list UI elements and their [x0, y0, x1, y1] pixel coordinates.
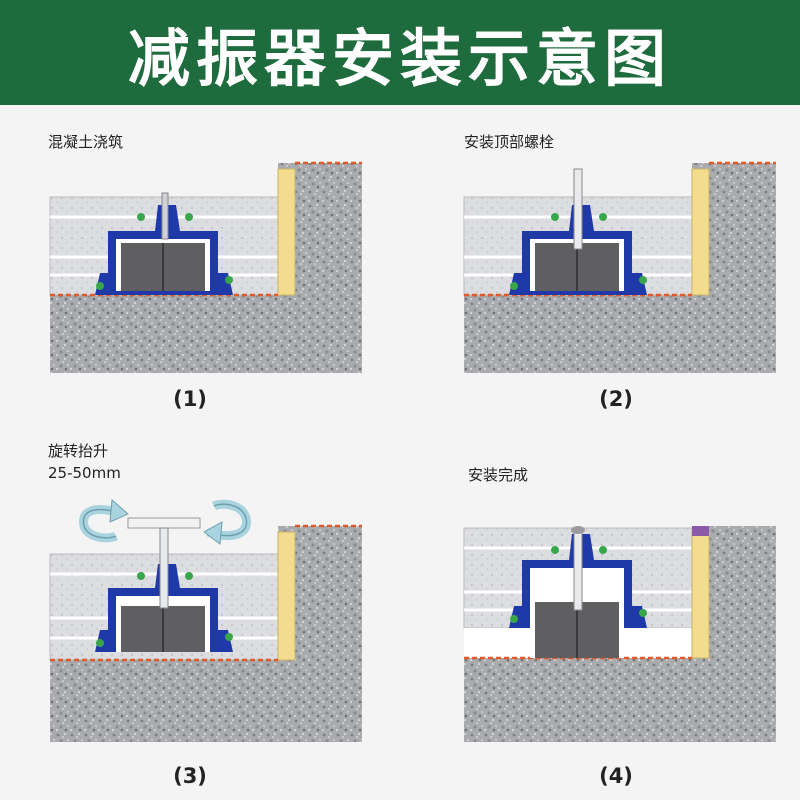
- step-panel-4: 安装完成 (4): [400, 452, 800, 799]
- step-panel-1: 混凝土浇筑 (1): [0, 105, 400, 452]
- t-handle-icon: [127, 517, 201, 609]
- step-1-number: (1): [173, 387, 207, 411]
- expansion-joint: [277, 168, 296, 296]
- step-4-illustration: [463, 526, 776, 742]
- step-panel-2: 安装顶部螺栓 (2): [400, 105, 800, 452]
- expansion-joint: [691, 168, 710, 296]
- step-2-illustration: [463, 161, 776, 373]
- step-panel-3: 旋转抬升 25-50mm (3): [0, 442, 400, 799]
- step-4-label: 安装完成: [468, 466, 529, 484]
- bolt-icon: [161, 192, 169, 240]
- step-3-number: (3): [173, 764, 207, 788]
- step-3-label: 旋转抬升 25-50mm: [48, 442, 121, 482]
- rotate-arrow-left-icon: [79, 498, 129, 543]
- step-1-label: 混凝土浇筑: [48, 133, 124, 151]
- bolt-icon: [573, 168, 583, 250]
- step-3-illustration: [49, 498, 362, 742]
- step-2-number: (2): [599, 387, 633, 411]
- expansion-joint: [277, 531, 296, 661]
- rotate-arrow-right-icon: [203, 499, 251, 545]
- joint-sealant: [692, 526, 709, 536]
- expansion-joint: [691, 533, 710, 659]
- page-title: 减振器安装示意图: [127, 21, 672, 95]
- title-banner: 减振器安装示意图: [0, 0, 800, 105]
- bolt-icon: [573, 529, 583, 611]
- step-1-illustration: [49, 161, 362, 373]
- step-4-number: (4): [599, 764, 633, 788]
- step-2-label: 安装顶部螺栓: [464, 133, 555, 151]
